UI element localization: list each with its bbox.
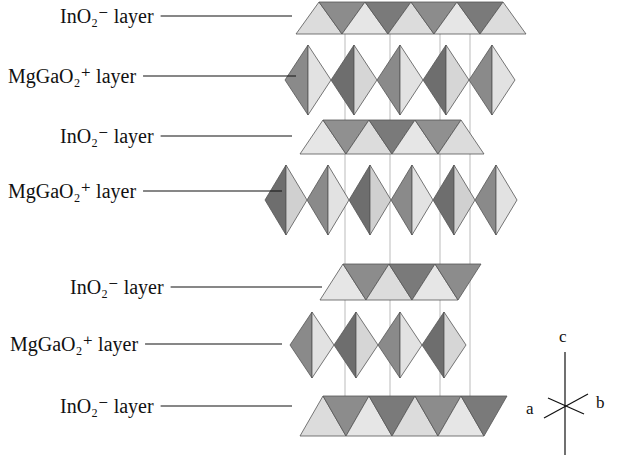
- leader-line: [171, 286, 322, 287]
- leader-line: [161, 405, 292, 406]
- axis-label: b: [596, 394, 605, 413]
- layer-label: InO₂⁻ layer: [70, 276, 164, 298]
- leader-line: [161, 15, 292, 16]
- layer-label: MgGaO₂⁺ layer: [8, 65, 136, 87]
- leader-line: [145, 343, 282, 344]
- layer-label: MgGaO₂⁺ layer: [10, 333, 138, 355]
- leader-line: [143, 190, 282, 191]
- axis-label: a: [526, 400, 534, 419]
- layer-label: MgGaO₂⁺ layer: [8, 180, 136, 202]
- layer-label: InO₂⁻ layer: [60, 125, 154, 147]
- leader-line: [143, 75, 296, 76]
- leader-line: [161, 135, 292, 136]
- axis-label: c: [559, 328, 567, 347]
- layer-label: InO₂⁻ layer: [60, 5, 154, 27]
- layer-label: InO₂⁻ layer: [60, 395, 154, 417]
